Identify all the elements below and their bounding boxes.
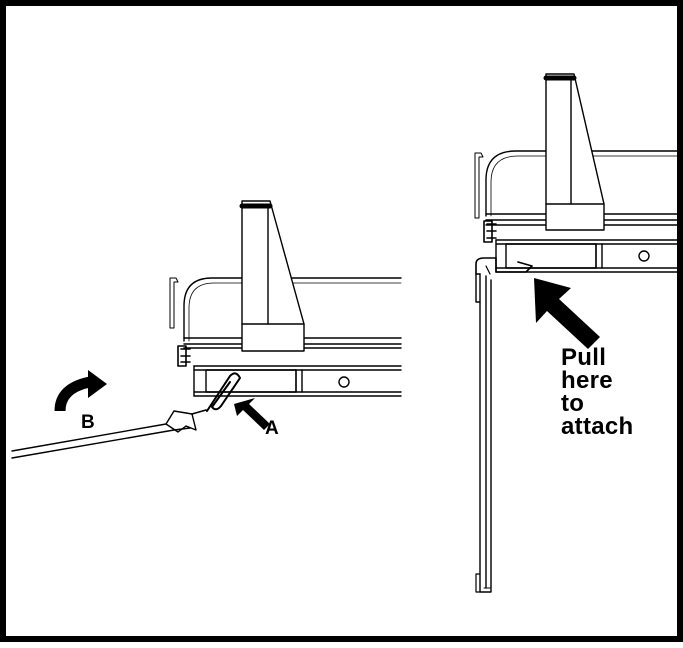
right-front-rail xyxy=(495,239,683,273)
left-front-rail xyxy=(193,365,402,397)
left-hook-a xyxy=(206,372,241,412)
right-clip xyxy=(483,220,497,243)
pull-instruction-text: Pull here to attach xyxy=(561,344,634,440)
right-bracket-hook xyxy=(474,152,484,219)
pull-arrow-icon xyxy=(534,278,600,349)
diagram-canvas xyxy=(11,73,683,593)
label-a: A xyxy=(265,418,279,439)
arrow-a-icon xyxy=(234,398,270,430)
right-shelf-bin xyxy=(485,150,683,217)
left-label-tip xyxy=(165,410,197,433)
left-divider-post xyxy=(241,200,305,352)
left-shelf-bin xyxy=(183,277,402,342)
right-label-strip xyxy=(479,273,492,593)
right-divider-post xyxy=(545,73,605,231)
left-clip xyxy=(177,345,191,367)
right-label-hook xyxy=(475,257,533,275)
label-b: B xyxy=(81,412,95,433)
right-shelf-assembly xyxy=(474,73,683,593)
left-label-strip xyxy=(11,423,191,459)
left-shelf-assembly xyxy=(11,200,402,459)
curved-arrow-b-icon xyxy=(54,370,107,412)
left-bracket-hook xyxy=(169,277,179,329)
